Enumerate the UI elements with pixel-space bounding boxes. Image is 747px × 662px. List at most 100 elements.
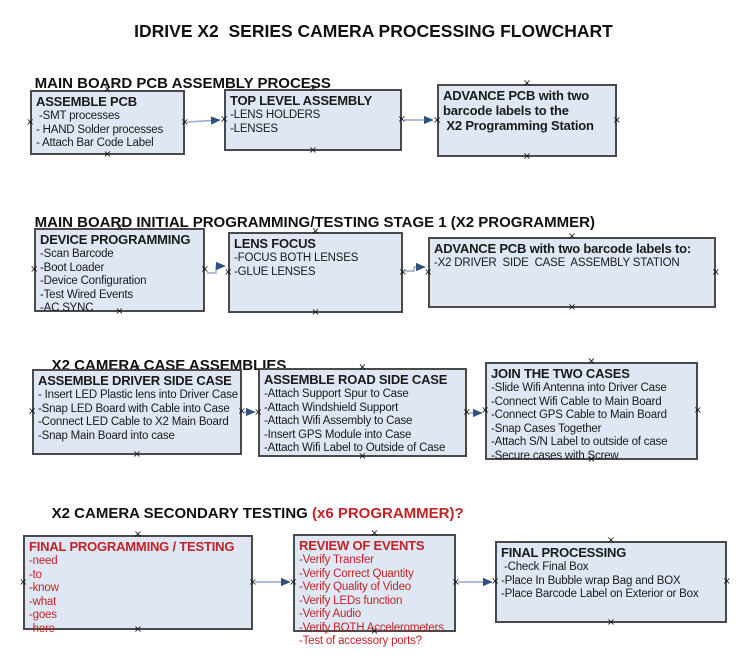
box-line: -X2 DRIVER SIDE CASE ASSEMBLY STATION [434, 257, 680, 269]
connection-anchor-icon: × [180, 116, 189, 128]
box-line: -here [29, 622, 55, 635]
flow-box-join-the-two-cases[interactable]: JOIN THE TWO CASES -Slide Wifi Antenna i… [481, 357, 702, 465]
flow-box-assemble-pcb[interactable]: ASSEMBLE PCB -SMT processes- HAND Solder… [26, 85, 189, 160]
box-line: - HAND Solder processes [36, 123, 164, 136]
connection-anchor-icon: × [567, 302, 577, 313]
connection-anchor-icon: × [693, 405, 702, 416]
box-line: -Attach Wifi Assembly to Case [264, 415, 413, 427]
connection-anchor-icon: × [491, 576, 500, 587]
connection-anchor-icon: × [132, 449, 142, 460]
box-line: -AC SYNC [40, 302, 94, 314]
box-lines: -Check Final Box-Place In Bubble wrap Ba… [501, 561, 722, 602]
box-line: -Boot Loader [40, 261, 105, 274]
connection-anchor-icon: × [451, 577, 460, 588]
connection-anchor-icon: × [462, 406, 471, 418]
connection-anchor-icon: × [30, 264, 39, 275]
box-line: -Connect GPS Cable to Main Board [491, 409, 667, 421]
box-line: -Attach Wifi Label to Outside of Case [264, 442, 446, 454]
connection-anchor-icon: × [19, 576, 28, 588]
section-heading-initial-programming-testing: MAIN BOARD INITIAL PROGRAMMING/TESTING S… [18, 197, 595, 248]
connection-anchor-icon: × [722, 576, 731, 587]
box-line: -SMT processes [36, 110, 120, 122]
connection-anchor-icon: × [289, 577, 298, 588]
flow-box-assemble-road-side-case[interactable]: ASSEMBLE ROAD SIDE CASE -Attach Support … [254, 363, 471, 462]
box-title: ASSEMBLE DRIVER SIDE CASE [38, 373, 232, 388]
box-line: -goes [29, 609, 57, 621]
section-heading-red-text: (x6 PROGRAMMER)? [311, 505, 464, 522]
flow-box-advance-pcb-to-case-assembly[interactable]: ADVANCE PCB with two barcode labels to: … [424, 232, 720, 313]
box-lines: -LENS HOLDERS-LENSES [230, 109, 397, 136]
flow-box-review-of-events[interactable]: REVIEW OF EVENTS -Verify Transfer-Verify… [289, 529, 460, 648]
box-line: - Insert LED Plastic lens into Driver Ca… [38, 389, 238, 401]
box-title: ADVANCE PCB with two barcode labels to: [434, 241, 692, 256]
box-title: ASSEMBLE ROAD SIDE CASE [264, 372, 448, 387]
box-title: DEVICE PROGRAMMING [40, 232, 191, 247]
box-lines: -Slide Wifi Antenna into Driver Case-Con… [491, 382, 693, 463]
box-line: -Test Wired Events [40, 288, 133, 301]
box-line: -Verify Quality of Video [299, 581, 411, 593]
box-line: -Verify LEDs function [299, 594, 403, 607]
connection-anchor-icon: × [398, 266, 407, 278]
box-lines: -need-to-know-what-goes-here [29, 555, 248, 636]
box-line: -know [29, 582, 59, 594]
flow-box-top-level-assembly[interactable]: TOP LEVEL ASSEMBLY -LENS HOLDERS-LENSES … [220, 84, 406, 156]
section-heading-main-board-pcb-assembly: MAIN BOARD PCB ASSEMBLY PROCESS [18, 58, 331, 109]
connector-arrow-a1-a2[interactable] [186, 116, 221, 125]
connection-anchor-icon: × [397, 114, 406, 125]
connection-anchor-icon: × [103, 149, 112, 160]
box-line: - Attach Bar Code Label [36, 137, 154, 149]
box-line: -Scan Barcode [40, 248, 114, 260]
connection-anchor-icon: × [220, 114, 229, 125]
box-title: JOIN THE TWO CASES [491, 366, 630, 381]
flow-box-final-programming-testing[interactable]: FINAL PROGRAMMING / TESTING -need-to-kno… [19, 530, 257, 635]
flow-box-device-programming[interactable]: DEVICE PROGRAMMING -Scan Barcode-Boot Lo… [30, 223, 209, 317]
box-lines: -SMT processes- HAND Solder processes- A… [36, 110, 180, 151]
connection-anchor-icon: × [424, 266, 433, 278]
box-line: -GLUE LENSES [234, 265, 316, 278]
connection-anchor-icon: × [224, 266, 233, 278]
connection-anchor-icon: × [522, 151, 532, 162]
box-line: -Place In Bubble wrap Bag and BOX [501, 574, 681, 587]
connection-anchor-icon: × [26, 116, 35, 128]
connection-anchor-icon: × [237, 406, 246, 417]
box-line: -Attach Support Spur to Case [264, 388, 409, 400]
box-lines: -Attach Support Spur to Case-Attach Wind… [264, 388, 462, 456]
box-line: -Connect Wifi Cable to Main Board [491, 395, 662, 408]
box-line: -Verify Audio [299, 608, 361, 620]
box-line: -Snap Main Board into case [38, 429, 175, 442]
connector-arrow-b2-b3[interactable] [405, 262, 426, 272]
box-title: ADVANCE PCB with two barcode labels to t… [443, 88, 594, 133]
box-lines: -Scan Barcode-Boot Loader-Device Configu… [40, 248, 200, 316]
box-line: -Snap LED Board with Cable into Case [38, 402, 230, 415]
page-title: IDRIVE X2 SERIES CAMERA PROCESSING FLOWC… [134, 21, 613, 41]
box-line: -Test of accessory ports? [299, 635, 422, 647]
box-line: -FOCUS BOTH LENSES [234, 252, 359, 264]
connector-arrow-b1-b2[interactable] [207, 261, 226, 274]
box-line: -Place Barcode Label on Exterior or Box [501, 588, 699, 600]
box-line: -Check Final Box [501, 561, 589, 573]
box-line: -Slide Wifi Antenna into Driver Case [491, 382, 667, 394]
box-lines: - Insert LED Plastic lens into Driver Ca… [38, 389, 238, 443]
connection-anchor-icon: × [28, 406, 37, 417]
connection-anchor-icon: × [606, 617, 616, 628]
box-line: -Verify BOTH Accelerometers [299, 621, 444, 634]
box-line: -what [29, 595, 57, 608]
box-line: -need [29, 555, 58, 567]
flow-box-advance-pcb-to-programming-station[interactable]: ADVANCE PCB with two barcode labels to t… [433, 79, 621, 162]
connection-anchor-icon: × [433, 114, 442, 126]
section-heading-text: X2 CAMERA SECONDARY TESTING [51, 505, 312, 522]
flow-box-assemble-driver-side-case[interactable]: ASSEMBLE DRIVER SIDE CASE - Insert LED P… [28, 364, 246, 460]
box-line: -Device Configuration [40, 275, 147, 287]
box-line: -Verify Correct Quantity [299, 567, 414, 580]
flow-box-lens-focus[interactable]: LENS FOCUS -FOCUS BOTH LENSES-GLUE LENSE… [224, 227, 407, 318]
connection-anchor-icon: × [481, 405, 490, 416]
box-title: LENS FOCUS [234, 236, 316, 251]
box-line: -Attach S/N Label to outside of case [491, 436, 668, 448]
box-title: REVIEW OF EVENTS [299, 538, 425, 553]
box-line: -Verify Transfer [299, 554, 374, 566]
connection-anchor-icon: × [311, 307, 320, 318]
box-lines: -FOCUS BOTH LENSES-GLUE LENSES [234, 252, 398, 279]
connection-anchor-icon: × [200, 264, 209, 275]
flow-box-final-processing[interactable]: FINAL PROCESSING -Check Final Box-Place … [491, 536, 731, 628]
